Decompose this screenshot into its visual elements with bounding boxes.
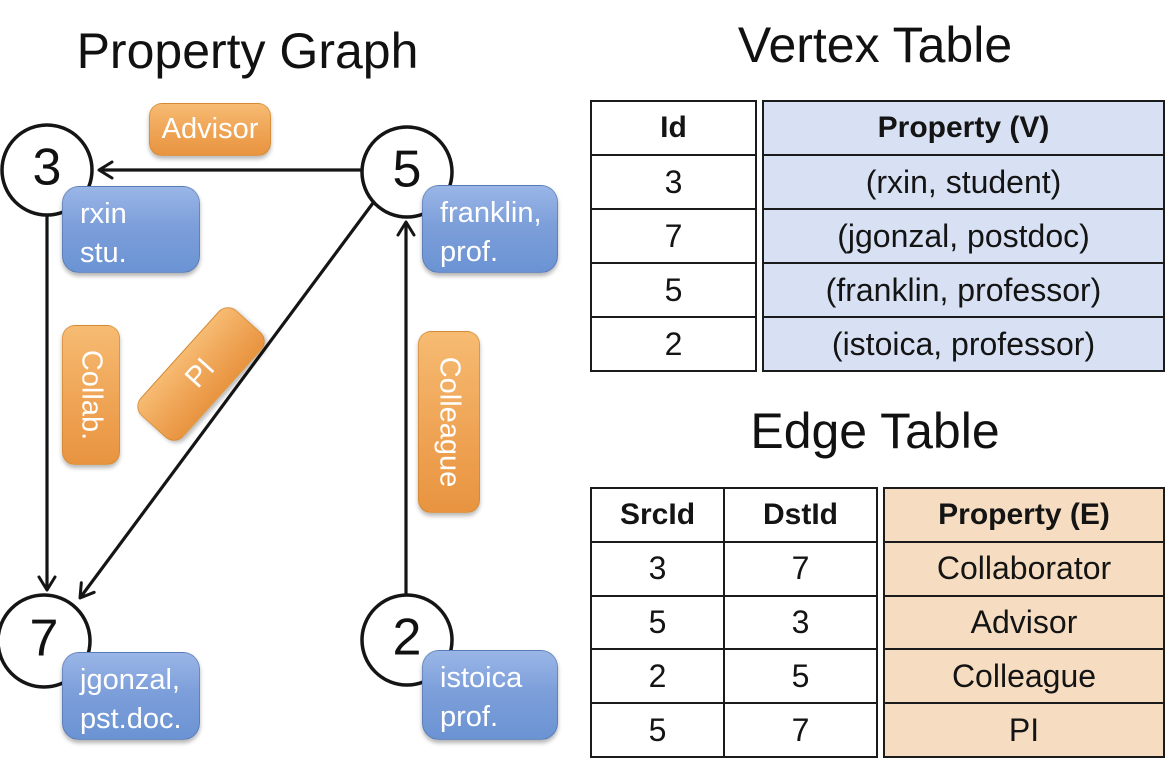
edge-srcid-cell: 3 (592, 540, 723, 595)
vertex-table-header-property: Property (V) (764, 102, 1163, 154)
edge-dstid-cell: 7 (725, 540, 876, 595)
edge-table-property-column: Property (E) Collaborator Advisor Collea… (883, 487, 1165, 758)
vertex-label-istoica-line2: prof. (440, 701, 499, 733)
vertex-label-istoica-line1: istoica (440, 662, 523, 694)
node-id-2: 2 (392, 608, 422, 667)
vertex-label-jgonzal-line1: jgonzal, (80, 664, 180, 696)
edge-srcid-cell: 5 (592, 594, 723, 649)
vertex-label-istoica: istoica prof. (422, 650, 558, 740)
edge-table-title: Edge Table (750, 403, 1000, 459)
vertex-label-rxin-line1: rxin (80, 198, 127, 230)
vertex-property-cell: (jgonzal, postdoc) (764, 208, 1163, 262)
edge-label-collab-text: Collab. (75, 349, 108, 441)
edge-label-pi-text: PI (179, 352, 222, 395)
node-id-3: 3 (32, 138, 62, 197)
edge-table: SrcId 3 5 2 5 DstId 7 3 5 7 Property (E)… (590, 487, 1165, 758)
edge-property-cell: Advisor (885, 594, 1163, 649)
edge-label-colleague-text: Colleague (433, 356, 466, 488)
edge-dstid-cell: 5 (725, 648, 876, 702)
property-graph-title: Property Graph (76, 23, 419, 79)
edge-property-cell: PI (885, 702, 1163, 756)
node-id-7: 7 (29, 609, 59, 668)
edge-label-advisor: Advisor (149, 103, 271, 156)
node-id-5: 5 (392, 140, 422, 199)
vertex-label-franklin-line1: franklin, (440, 197, 542, 229)
vertex-table-title: Vertex Table (737, 17, 1013, 73)
edge-label-collab: Collab. (62, 325, 120, 465)
vertex-id-cell: 2 (592, 316, 755, 370)
edge-table-id-columns: SrcId 3 5 2 5 DstId 7 3 5 7 (590, 487, 878, 758)
vertex-label-rxin-line2: stu. (80, 237, 127, 269)
edge-srcid-cell: 5 (592, 702, 723, 756)
graph-canvas (0, 123, 454, 689)
edge-table-header-srcid: SrcId (619, 497, 696, 531)
vertex-table-id-column: Id 3 7 5 2 (590, 100, 757, 372)
vertex-table-property-column: Property (V) (rxin, student) (jgonzal, p… (762, 100, 1165, 372)
tables-panel: Vertex Table Id 3 7 5 2 Property (V) (rx… (585, 0, 1170, 760)
edge-dstid-cell: 7 (725, 702, 876, 756)
edge-label-colleague: Colleague (418, 331, 480, 513)
edge-label-advisor-text: Advisor (161, 112, 259, 145)
edge-property-cell: Collaborator (885, 540, 1163, 595)
edge-table-srcid-column: SrcId 3 5 2 5 (592, 489, 725, 756)
vertex-property-cell: (istoica, professor) (764, 316, 1163, 370)
vertex-label-jgonzal: jgonzal, pst.doc. (62, 652, 200, 740)
vertex-property-cell: (rxin, student) (764, 154, 1163, 208)
vertex-id-cell: 5 (592, 262, 755, 316)
edge-table-header-property: Property (E) (885, 489, 1163, 541)
property-graph-panel: Property Graph 3 5 7 2 Advisor Collab. P… (0, 23, 558, 740)
vertex-label-franklin-line2: prof. (440, 236, 499, 268)
vertex-id-cell: 7 (592, 208, 755, 262)
vertex-property-cell: (franklin, professor) (764, 262, 1163, 316)
vertex-label-rxin: rxin stu. (62, 186, 200, 273)
vertex-id-cell: 3 (592, 154, 755, 208)
edge-srcid-cell: 2 (592, 648, 723, 702)
edge-table-dstid-column: DstId 7 3 5 7 (725, 489, 876, 756)
edge-arrow-pi-5-to-7 (78, 202, 375, 600)
edge-property-cell: Colleague (885, 648, 1163, 703)
vertex-label-franklin: franklin, prof. (422, 185, 558, 273)
edge-table-header-dstid: DstId (763, 497, 838, 531)
vertex-table: Id 3 7 5 2 Property (V) (rxin, student) … (590, 100, 1165, 372)
edge-dstid-cell: 3 (725, 594, 876, 649)
vertex-label-jgonzal-line2: pst.doc. (80, 703, 182, 735)
vertex-table-header-id: Id (660, 111, 687, 144)
